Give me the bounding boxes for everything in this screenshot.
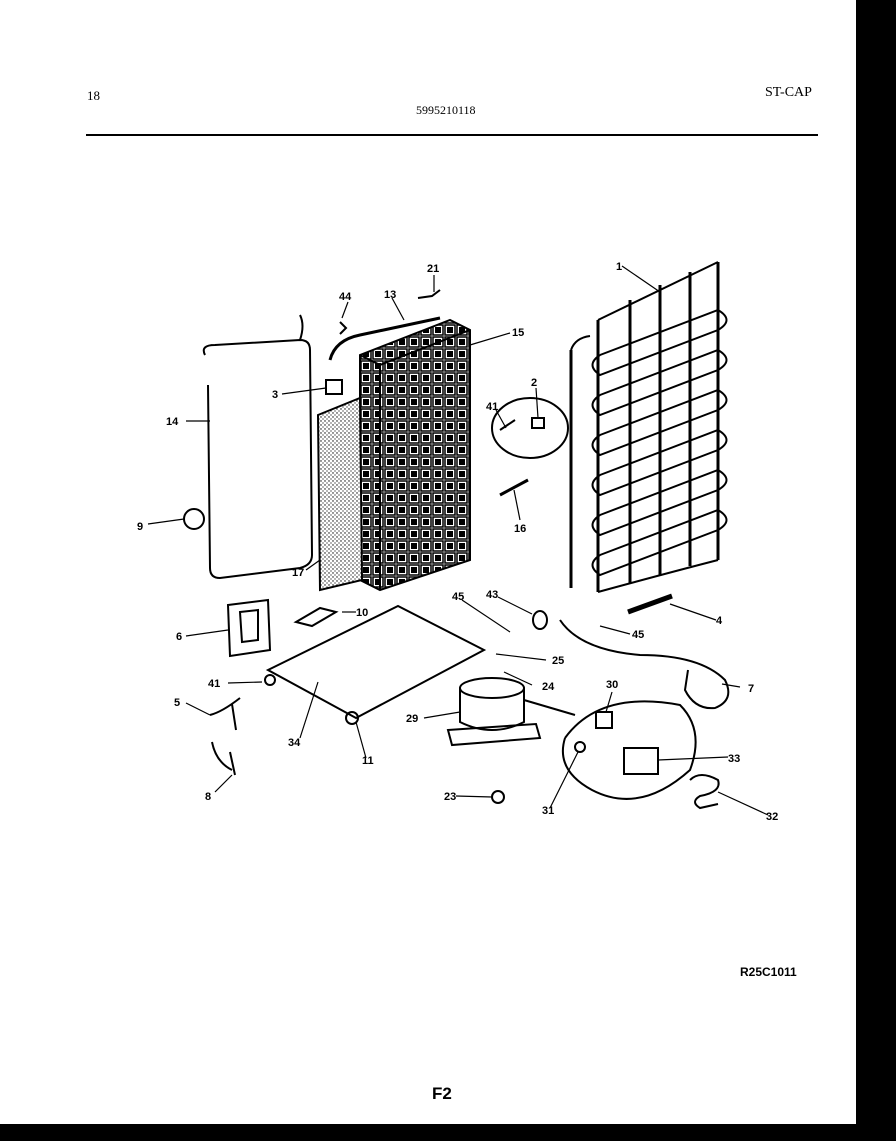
part-31 xyxy=(574,741,586,753)
grommet-part-9 xyxy=(183,508,205,530)
relay-part-30 xyxy=(595,711,613,729)
callout-45-left: 45 xyxy=(452,591,464,603)
callout-30: 30 xyxy=(606,679,618,691)
callout-14: 14 xyxy=(166,416,179,428)
callout-5: 5 xyxy=(174,697,180,709)
leader-lines xyxy=(147,265,769,816)
callout-44: 44 xyxy=(339,291,352,303)
scan-border-right xyxy=(856,0,896,1141)
part-44 xyxy=(339,321,348,335)
callout-31: 31 xyxy=(542,805,554,817)
part-10 xyxy=(293,606,339,628)
callout-10: 10 xyxy=(356,607,368,619)
callout-29: 29 xyxy=(406,713,418,725)
callout-25: 25 xyxy=(552,655,564,667)
wire-part-5 xyxy=(209,697,241,731)
compressor xyxy=(446,677,576,747)
clip-part-3 xyxy=(325,379,343,395)
tube xyxy=(328,316,441,361)
scan-border-bottom xyxy=(0,1124,896,1141)
callout-1: 1 xyxy=(616,261,622,273)
figure-code: F2 xyxy=(432,1084,452,1103)
part-21 xyxy=(417,289,441,299)
detail-circle-upper xyxy=(491,397,569,459)
callout-34: 34 xyxy=(288,737,301,749)
callout-23: 23 xyxy=(444,791,456,803)
callout-41-lower: 41 xyxy=(208,678,220,690)
callout-21: 21 xyxy=(427,263,439,275)
callout-13: 13 xyxy=(384,289,396,301)
callout-16: 16 xyxy=(514,523,526,535)
part-16 xyxy=(499,478,529,497)
condenser-coil xyxy=(569,261,728,593)
callout-41-upper: 41 xyxy=(486,401,498,413)
overload-part-33 xyxy=(623,747,659,775)
callout-45-right: 45 xyxy=(632,629,644,641)
page-number: 18 xyxy=(87,88,100,103)
callout-4: 4 xyxy=(716,615,723,627)
callout-11: 11 xyxy=(362,755,374,767)
callout-43: 43 xyxy=(486,589,498,601)
capillary-tube xyxy=(559,619,730,710)
callout-15: 15 xyxy=(512,327,524,339)
model-number: 5995210118 xyxy=(416,103,476,117)
clip-part-32 xyxy=(689,774,720,810)
insulation-panel xyxy=(316,396,364,592)
bracket-part-6 xyxy=(226,598,272,658)
evaporator xyxy=(359,318,471,592)
callout-17: 17 xyxy=(292,567,304,579)
header-rule xyxy=(86,134,818,136)
callout-32: 32 xyxy=(766,811,778,823)
heater-loop xyxy=(202,338,314,580)
section-code: ST-CAP xyxy=(765,85,812,100)
callout-labels: 1 2 3 4 5 6 7 8 9 10 11 13 14 15 16 17 2… xyxy=(137,261,778,823)
part-43 xyxy=(532,610,548,630)
base-plate xyxy=(265,604,487,720)
wire-part-8 xyxy=(211,741,236,776)
callout-7: 7 xyxy=(748,683,754,695)
grommet-part-23 xyxy=(491,790,505,804)
callout-6: 6 xyxy=(176,631,182,643)
callout-24: 24 xyxy=(542,681,555,693)
drier xyxy=(627,593,673,615)
detail-circle-electrical xyxy=(561,700,697,800)
diagram-reference: R25C1011 xyxy=(740,965,797,979)
callout-2: 2 xyxy=(531,377,537,389)
callout-8: 8 xyxy=(205,791,211,803)
callout-33: 33 xyxy=(728,753,740,765)
part-2 xyxy=(531,417,545,429)
callout-3: 3 xyxy=(272,389,278,401)
callout-9: 9 xyxy=(137,521,143,533)
